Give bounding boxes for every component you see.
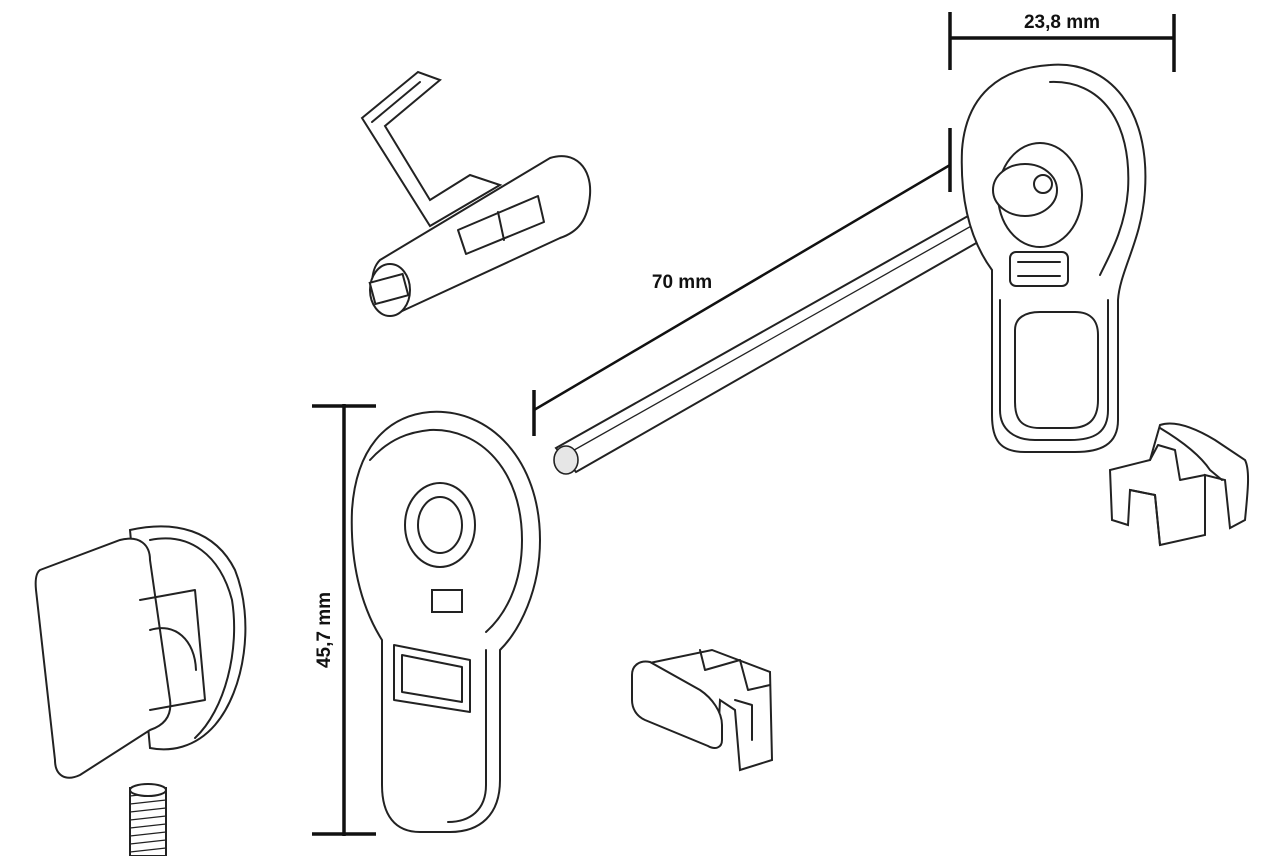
set-screw [129, 783, 167, 856]
width-dimension: 23,8 mm [948, 12, 1176, 72]
height-dimension-label: 45,7 mm [314, 592, 335, 668]
retaining-clip-a [631, 648, 774, 772]
front-rosette [350, 410, 542, 833]
retaining-clip-b [1108, 422, 1249, 547]
rod-length-dimension: 70 mm [532, 128, 952, 436]
height-dimension: 45,7 mm [312, 404, 376, 836]
width-dimension-label: 23,8 mm [1024, 12, 1100, 33]
rod-length-label: 70 mm [652, 272, 712, 293]
turn-knob [34, 525, 247, 779]
square-rod [553, 196, 1022, 475]
rear-rosette [960, 63, 1147, 453]
key-cylinder [360, 70, 592, 317]
